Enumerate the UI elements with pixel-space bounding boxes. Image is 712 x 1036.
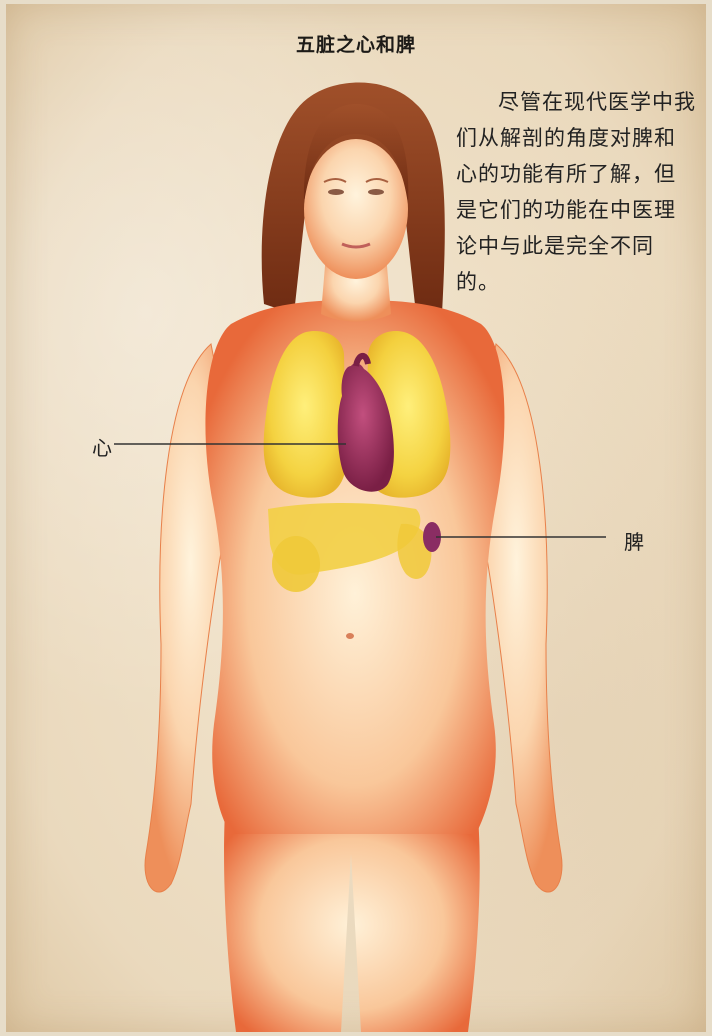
- paper-page: 五脏之心和脾 尽管在现代医学中我们从解剖的角度对脾和心的功能有所了解，但是它们的…: [6, 4, 706, 1032]
- navel: [346, 633, 354, 639]
- spleen-label: 脾: [624, 526, 644, 555]
- right-eye: [368, 189, 384, 195]
- description-text: 尽管在现代医学中我们从解剖的角度对脾和心的功能有所了解，但是它们的功能在中医理论…: [456, 84, 696, 300]
- head: [304, 139, 408, 279]
- page-title: 五脏之心和脾: [6, 30, 706, 57]
- left-eye: [328, 189, 344, 195]
- gallbladder: [272, 536, 320, 592]
- heart-label: 心: [92, 432, 112, 461]
